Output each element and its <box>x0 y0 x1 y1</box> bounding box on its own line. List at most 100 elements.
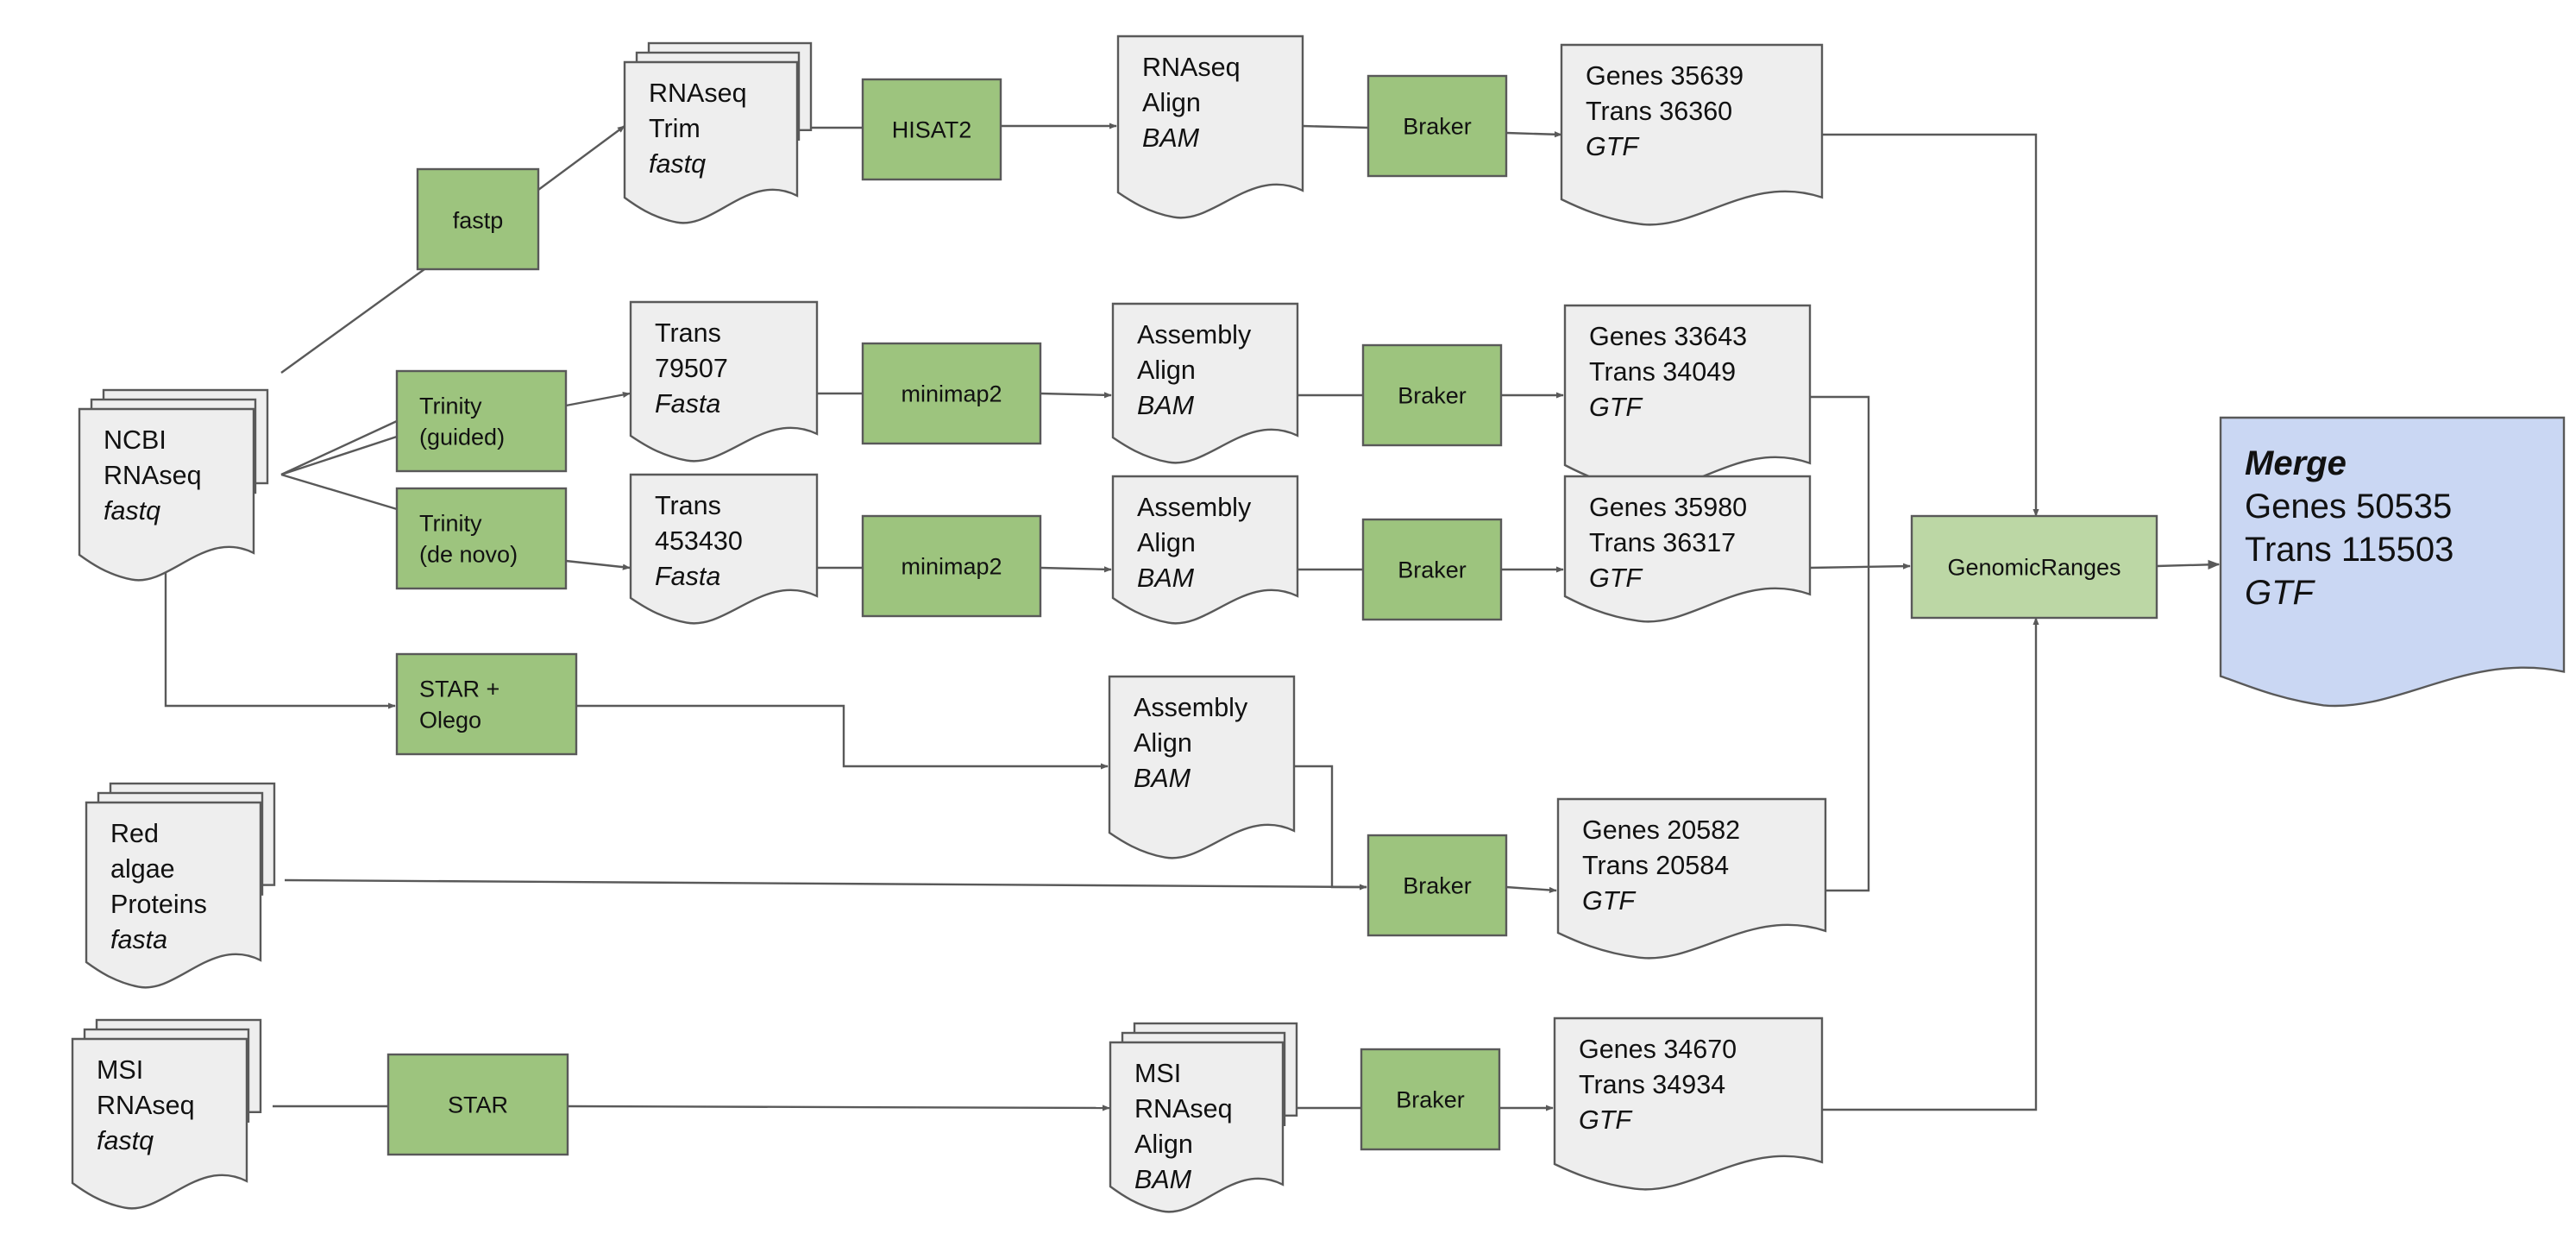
connector-line <box>2156 559 2221 570</box>
process-label: Braker <box>1398 557 1467 582</box>
process-braker-3: Braker <box>1361 518 1503 621</box>
connector-line <box>567 1105 1110 1111</box>
document-text: Trans 36360 <box>1586 97 1732 126</box>
process-genomicranges: GenomicRanges <box>1910 514 2158 620</box>
document-shape <box>1111 475 1299 625</box>
document-text: BAM <box>1134 1165 1192 1194</box>
process-fastp: fastp <box>416 167 540 271</box>
document-shape <box>78 407 255 582</box>
document-text: GTF <box>1589 393 1643 422</box>
connector-line <box>1040 566 1112 573</box>
connector-line <box>1810 395 1870 568</box>
process-label: Braker <box>1403 872 1472 898</box>
document-text: Trans 34934 <box>1579 1070 1725 1099</box>
merge-shape <box>2219 416 2566 708</box>
document-text: Trans 20584 <box>1582 851 1729 880</box>
document-text: Red <box>110 819 159 848</box>
document-text: Trans <box>655 318 721 348</box>
process-box <box>395 652 578 756</box>
process-label: STAR <box>448 1092 508 1117</box>
document-text: fastq <box>97 1126 154 1155</box>
process-box <box>1367 74 1508 178</box>
document-text: fastq <box>649 149 706 179</box>
process-label: fastp <box>453 208 504 234</box>
connector-line <box>565 391 631 407</box>
process-box <box>416 167 540 271</box>
document-text: MSI <box>97 1055 143 1085</box>
document-text: Assembly <box>1137 493 1252 522</box>
process-box <box>861 78 1002 181</box>
document-text: Genes 33643 <box>1589 322 1747 351</box>
document-text: MSI <box>1134 1059 1181 1088</box>
document-text: BAM <box>1142 123 1200 153</box>
process-minimap2-2: minimap2 <box>861 514 1042 618</box>
document-text: Genes 34670 <box>1579 1035 1737 1064</box>
document-text: 453430 <box>655 526 743 556</box>
process-box <box>395 369 568 473</box>
connector-line <box>1825 568 1870 892</box>
document-shape <box>71 1037 248 1210</box>
process-box <box>386 1053 569 1156</box>
document-shape <box>629 473 819 625</box>
connector-line <box>1822 617 2039 1111</box>
process-box <box>1361 518 1503 621</box>
process-star: STAR <box>386 1053 569 1156</box>
document-shape <box>1556 797 1827 960</box>
document-text: Fasta <box>655 562 720 591</box>
document-text: RNAseq <box>1134 1094 1233 1124</box>
document-shape <box>1560 43 1824 226</box>
merge-format: GTF <box>2245 574 2316 612</box>
merge-trans: Trans 115503 <box>2245 531 2453 569</box>
document-text: GTF <box>1582 886 1637 916</box>
document-shape <box>85 801 262 989</box>
process-star-olego: STAR +Olego <box>395 652 578 756</box>
process-hisat2: HISAT2 <box>861 78 1002 181</box>
connector-line <box>1809 563 1911 570</box>
process-label: GenomicRanges <box>1947 554 2120 580</box>
process-label: HISAT2 <box>892 116 972 142</box>
document-text: RNAseq <box>104 461 202 490</box>
process-braker-5: Braker <box>1360 1048 1501 1151</box>
merge-title: Merge <box>2245 444 2347 482</box>
document-text: Assembly <box>1137 320 1252 349</box>
process-label: Braker <box>1398 382 1467 408</box>
process-label: Braker <box>1396 1086 1465 1112</box>
process-label: Braker <box>1403 113 1472 139</box>
connector-line <box>537 125 625 191</box>
document-text: Align <box>1134 728 1192 758</box>
connector-line <box>1505 885 1557 894</box>
document-text: GTF <box>1586 132 1640 161</box>
process-trinity-guided: Trinity (guided) <box>395 369 568 473</box>
connector-line <box>280 268 425 374</box>
document-shape <box>623 60 799 224</box>
document-text: NCBI <box>104 425 166 455</box>
process-label: Olego <box>419 707 481 733</box>
merge-genes: Genes 50535 <box>2245 488 2452 526</box>
process-box <box>861 514 1042 618</box>
process-braker-1: Braker <box>1367 74 1508 178</box>
connector-line <box>280 435 398 476</box>
document-text: algae <box>110 854 175 884</box>
document-text: Fasta <box>655 389 720 419</box>
document-text: Genes 20582 <box>1582 815 1740 845</box>
document-text: Trans 36317 <box>1589 528 1736 557</box>
document-shape <box>1563 475 1812 623</box>
process-label: Trinity <box>419 393 482 419</box>
document-shape <box>1116 35 1304 219</box>
document-text: BAM <box>1137 563 1195 593</box>
document-shape <box>629 300 819 463</box>
document-text: GTF <box>1579 1105 1633 1135</box>
process-box <box>861 342 1042 445</box>
document-text: Assembly <box>1134 693 1248 722</box>
process-label: (guided) <box>419 424 505 450</box>
document-text: RNAseq <box>649 79 747 108</box>
connector-line <box>1302 124 1369 129</box>
